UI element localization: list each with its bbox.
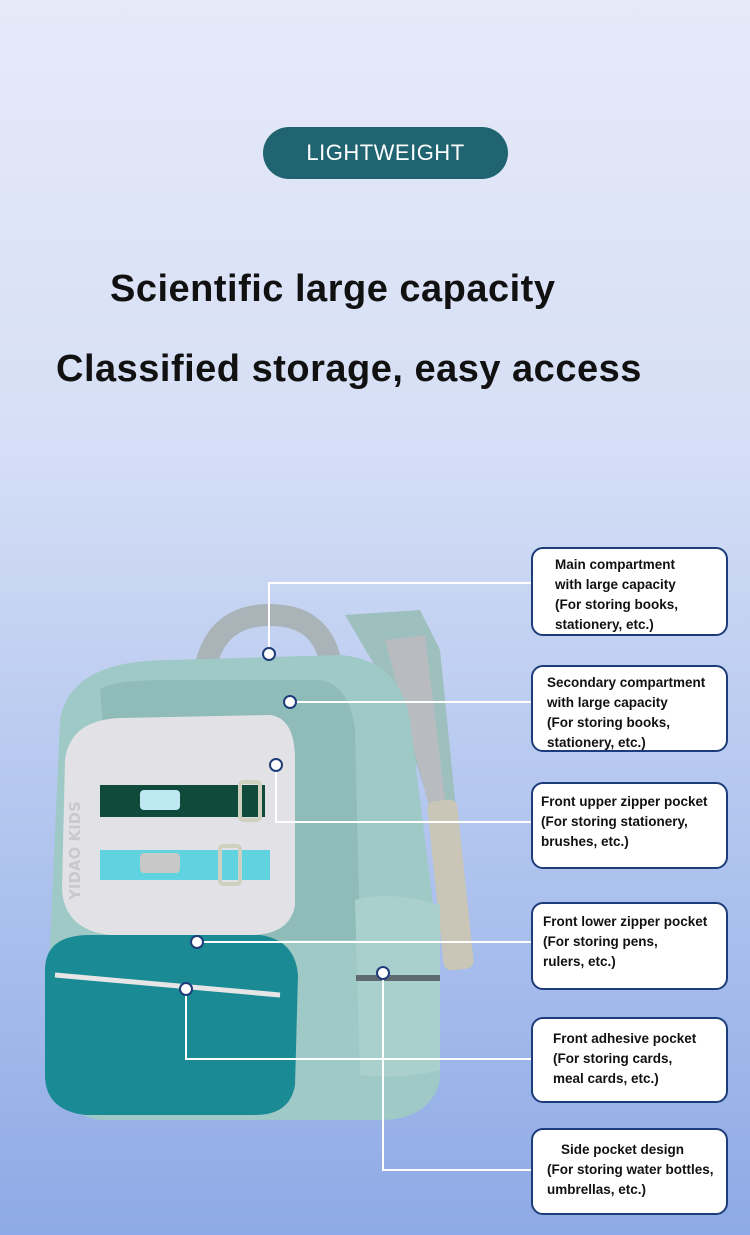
- shoulder-strap: [345, 610, 470, 960]
- callout-desc: (For storing pens,: [543, 934, 658, 949]
- callout-desc: rulers, etc.): [543, 954, 616, 969]
- callout-title: with large capacity: [547, 695, 668, 710]
- lower-front-pocket: [45, 935, 298, 1115]
- callout-desc: stationery, etc.): [555, 617, 654, 632]
- callout-side-pocket: Side pocket design (For storing water bo…: [531, 1128, 728, 1215]
- callout-front-upper-pocket: Front upper zipper pocket (For storing s…: [531, 782, 728, 869]
- callout-title: Secondary compartment: [547, 675, 706, 690]
- callout-desc: stationery, etc.): [547, 735, 646, 750]
- bag-logo: YIDAO KIDS: [66, 801, 84, 901]
- callout-secondary-compartment: Secondary compartment with large capacit…: [531, 665, 728, 752]
- subheadline: Classified storage, easy access: [56, 348, 642, 390]
- callout-lines: [185, 582, 531, 1171]
- callout-title: Front lower zipper pocket: [543, 914, 708, 929]
- callout-front-lower-pocket: Front lower zipper pocket (For storing p…: [531, 902, 728, 990]
- callout-desc: meal cards, etc.): [553, 1071, 659, 1086]
- callout-desc: (For storing cards,: [553, 1051, 673, 1066]
- upper-front-pocket: [62, 715, 295, 935]
- callout-desc: brushes, etc.): [541, 834, 629, 849]
- side-pocket: [355, 896, 440, 1077]
- callout-title: Front upper zipper pocket: [541, 794, 708, 809]
- callout-title: Side pocket design: [561, 1142, 685, 1157]
- headline: Scientific large capacity: [110, 268, 556, 310]
- callout-desc: (For storing books,: [547, 715, 670, 730]
- callout-desc: umbrellas, etc.): [547, 1182, 647, 1197]
- callout-title: Front adhesive pocket: [553, 1031, 697, 1046]
- lightweight-badge: LIGHTWEIGHT: [263, 127, 508, 179]
- callout-desc: (For storing books,: [555, 597, 678, 612]
- callout-dots: [179, 647, 390, 996]
- callout-desc: (For storing water bottles,: [547, 1162, 714, 1177]
- callout-title: with large capacity: [555, 577, 676, 592]
- callout-main-compartment: Main compartment with large capacity (Fo…: [531, 547, 728, 636]
- callout-desc: (For storing stationery,: [541, 814, 688, 829]
- callout-front-adhesive-pocket: Front adhesive pocket (For storing cards…: [531, 1017, 728, 1103]
- callout-title: Main compartment: [555, 557, 676, 572]
